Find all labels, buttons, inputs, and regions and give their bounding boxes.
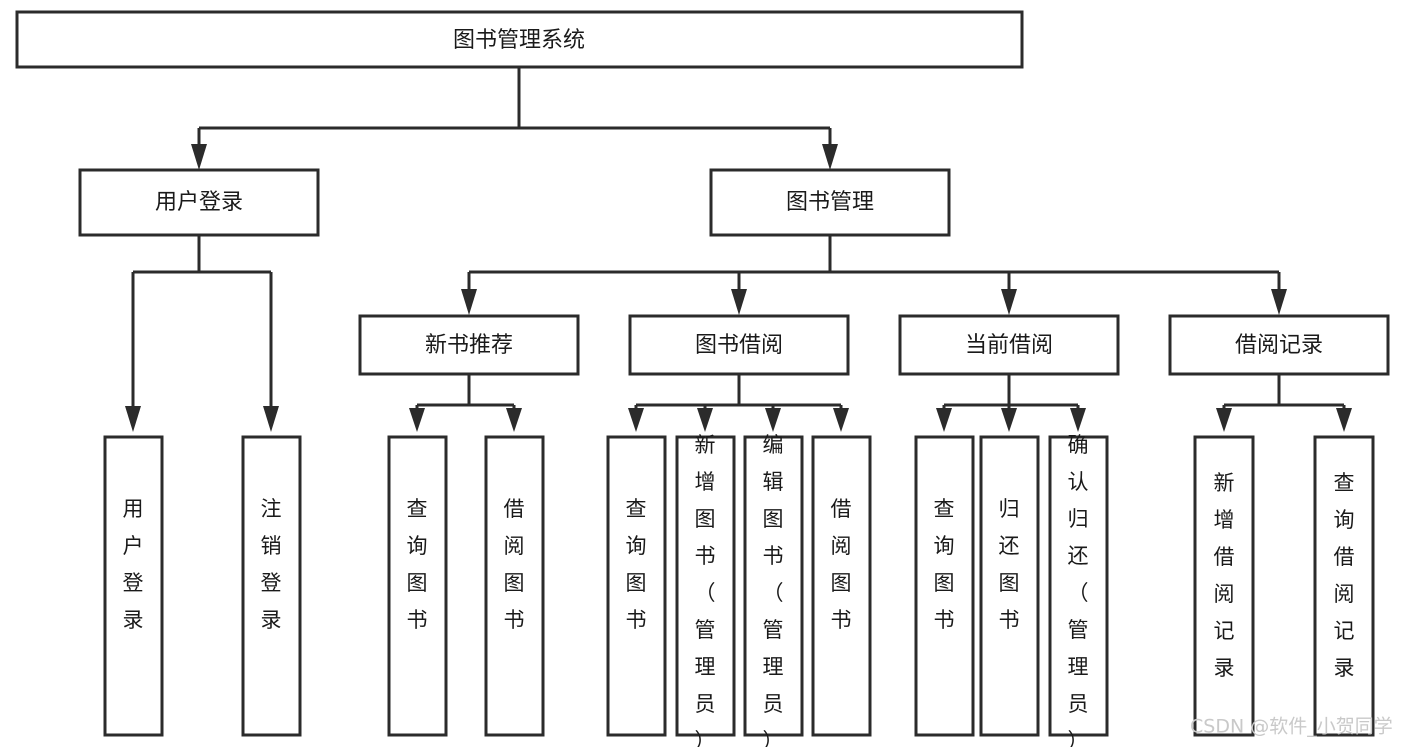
node-leaf-query-borrow-record-box[interactable]: [1313, 435, 1375, 737]
node-leaf-borrow-book-1-box[interactable]: [484, 435, 545, 737]
node-user-login-box[interactable]: [78, 168, 320, 237]
node-leaf-add-borrow-record-label: 新增借阅记录: [1214, 471, 1235, 680]
node-leaf-borrow-book-2[interactable]: 借阅图书: [811, 435, 872, 737]
node-leaf-add-book-admin-box[interactable]: [675, 435, 736, 737]
connector-layer: [125, 67, 1352, 432]
arrowhead-current-borrow: [1001, 289, 1017, 315]
arrowhead-leaf-edit-book-admin: [765, 408, 781, 432]
node-current-borrow[interactable]: 当前借阅: [898, 314, 1120, 376]
node-book-borrow-label: 图书借阅: [695, 333, 783, 358]
node-leaf-confirm-return-admin-box[interactable]: [1048, 435, 1109, 737]
arrowhead-leaf-user-login: [125, 406, 141, 432]
node-leaf-user-login-label: 用户登录: [123, 497, 144, 632]
csdn-watermark: CSDN @软件_小贺同学: [1190, 716, 1393, 738]
node-leaf-query-book-2[interactable]: 查询图书: [606, 435, 667, 737]
node-book-borrow[interactable]: 图书借阅: [628, 314, 850, 376]
node-leaf-return-book-box[interactable]: [979, 435, 1040, 737]
node-leaf-logout-login-label: 注销登录: [261, 497, 282, 632]
node-leaf-query-borrow-record-label: 查询借阅记录: [1334, 471, 1355, 680]
arrowhead-leaf-query-book-2: [628, 408, 644, 432]
node-leaf-query-book-2-box[interactable]: [606, 435, 667, 737]
node-leaf-return-book-label: 归还图书: [999, 497, 1020, 632]
node-leaf-borrow-book-2-box[interactable]: [811, 435, 872, 737]
node-book-management[interactable]: 图书管理: [709, 168, 951, 237]
arrowhead-leaf-add-borrow-record: [1216, 408, 1232, 432]
node-user-login[interactable]: 用户登录: [78, 168, 320, 237]
node-root-box[interactable]: [15, 10, 1024, 69]
node-leaf-add-book-admin-label: 新增图书（管理员）: [695, 433, 716, 747]
node-leaf-borrow-book-2-label: 借阅图书: [831, 497, 852, 632]
node-leaf-edit-book-admin[interactable]: 编辑图书（管理员）: [743, 433, 804, 747]
node-root-label: 图书管理系统: [453, 28, 585, 53]
arrowhead-user-login: [191, 144, 207, 170]
node-leaf-return-book[interactable]: 归还图书: [979, 435, 1040, 737]
node-leaf-edit-book-admin-box[interactable]: [743, 435, 804, 737]
node-borrow-record-label: 借阅记录: [1235, 333, 1323, 358]
node-leaf-user-login[interactable]: 用户登录: [103, 435, 164, 737]
arrowhead-leaf-borrow-book-1: [506, 408, 522, 432]
node-leaf-borrow-book-1-label: 借阅图书: [504, 497, 525, 632]
node-leaf-logout-login-box[interactable]: [241, 435, 302, 737]
arrowhead-book-management: [822, 144, 838, 170]
node-leaf-query-book-1-label: 查询图书: [407, 497, 428, 632]
node-borrow-record[interactable]: 借阅记录: [1168, 314, 1390, 376]
node-leaf-query-book-1[interactable]: 查询图书: [387, 435, 448, 737]
arrowhead-leaf-return-book: [1001, 408, 1017, 432]
arrowhead-leaf-logout-login: [263, 406, 279, 432]
arrowhead-leaf-borrow-book-2: [833, 408, 849, 432]
node-current-borrow-label: 当前借阅: [965, 333, 1053, 358]
node-book-borrow-box[interactable]: [628, 314, 850, 376]
node-leaf-query-book-3-label: 查询图书: [934, 497, 955, 632]
arrowhead-book-borrow: [731, 289, 747, 315]
node-root-system[interactable]: 图书管理系统: [15, 10, 1024, 69]
node-new-book-recommend-box[interactable]: [358, 314, 580, 376]
node-user-login-label: 用户登录: [155, 190, 243, 215]
node-leaf-user-login-box[interactable]: [103, 435, 164, 737]
node-leaf-query-book-1-box[interactable]: [387, 435, 448, 737]
arrowhead-borrow-record: [1271, 289, 1287, 315]
arrowhead-leaf-add-book-admin: [697, 408, 713, 432]
arrowhead-leaf-confirm-return-admin: [1070, 408, 1086, 432]
arrowhead-leaf-query-book-1: [409, 408, 425, 432]
node-new-book-recommend-label: 新书推荐: [425, 333, 513, 358]
node-leaf-add-borrow-record[interactable]: 新增借阅记录: [1193, 435, 1255, 737]
arrowhead-leaf-query-book-3: [936, 408, 952, 432]
node-leaf-query-book-3[interactable]: 查询图书: [914, 435, 975, 737]
node-leaf-add-borrow-record-box[interactable]: [1193, 435, 1255, 737]
node-current-borrow-box[interactable]: [898, 314, 1120, 376]
node-leaf-edit-book-admin-label: 编辑图书（管理员）: [763, 433, 784, 747]
arrowhead-new-book-recommend: [461, 289, 477, 315]
node-leaf-borrow-book-1[interactable]: 借阅图书: [484, 435, 545, 737]
node-borrow-record-box[interactable]: [1168, 314, 1390, 376]
node-leaf-query-borrow-record[interactable]: 查询借阅记录: [1313, 435, 1375, 737]
node-leaf-confirm-return-admin-label: 确认归还（管理员）: [1068, 433, 1089, 747]
node-leaf-query-book-3-box[interactable]: [914, 435, 975, 737]
arrowhead-leaf-query-borrow-record: [1336, 408, 1352, 432]
node-book-management-box[interactable]: [709, 168, 951, 237]
node-leaf-logout-login[interactable]: 注销登录: [241, 435, 302, 737]
node-leaf-confirm-return-admin[interactable]: 确认归还（管理员）: [1048, 433, 1109, 747]
node-leaf-query-book-2-label: 查询图书: [626, 497, 647, 632]
node-new-book-recommend[interactable]: 新书推荐: [358, 314, 580, 376]
node-book-management-label: 图书管理: [786, 190, 874, 215]
node-leaf-add-book-admin[interactable]: 新增图书（管理员）: [675, 433, 736, 747]
